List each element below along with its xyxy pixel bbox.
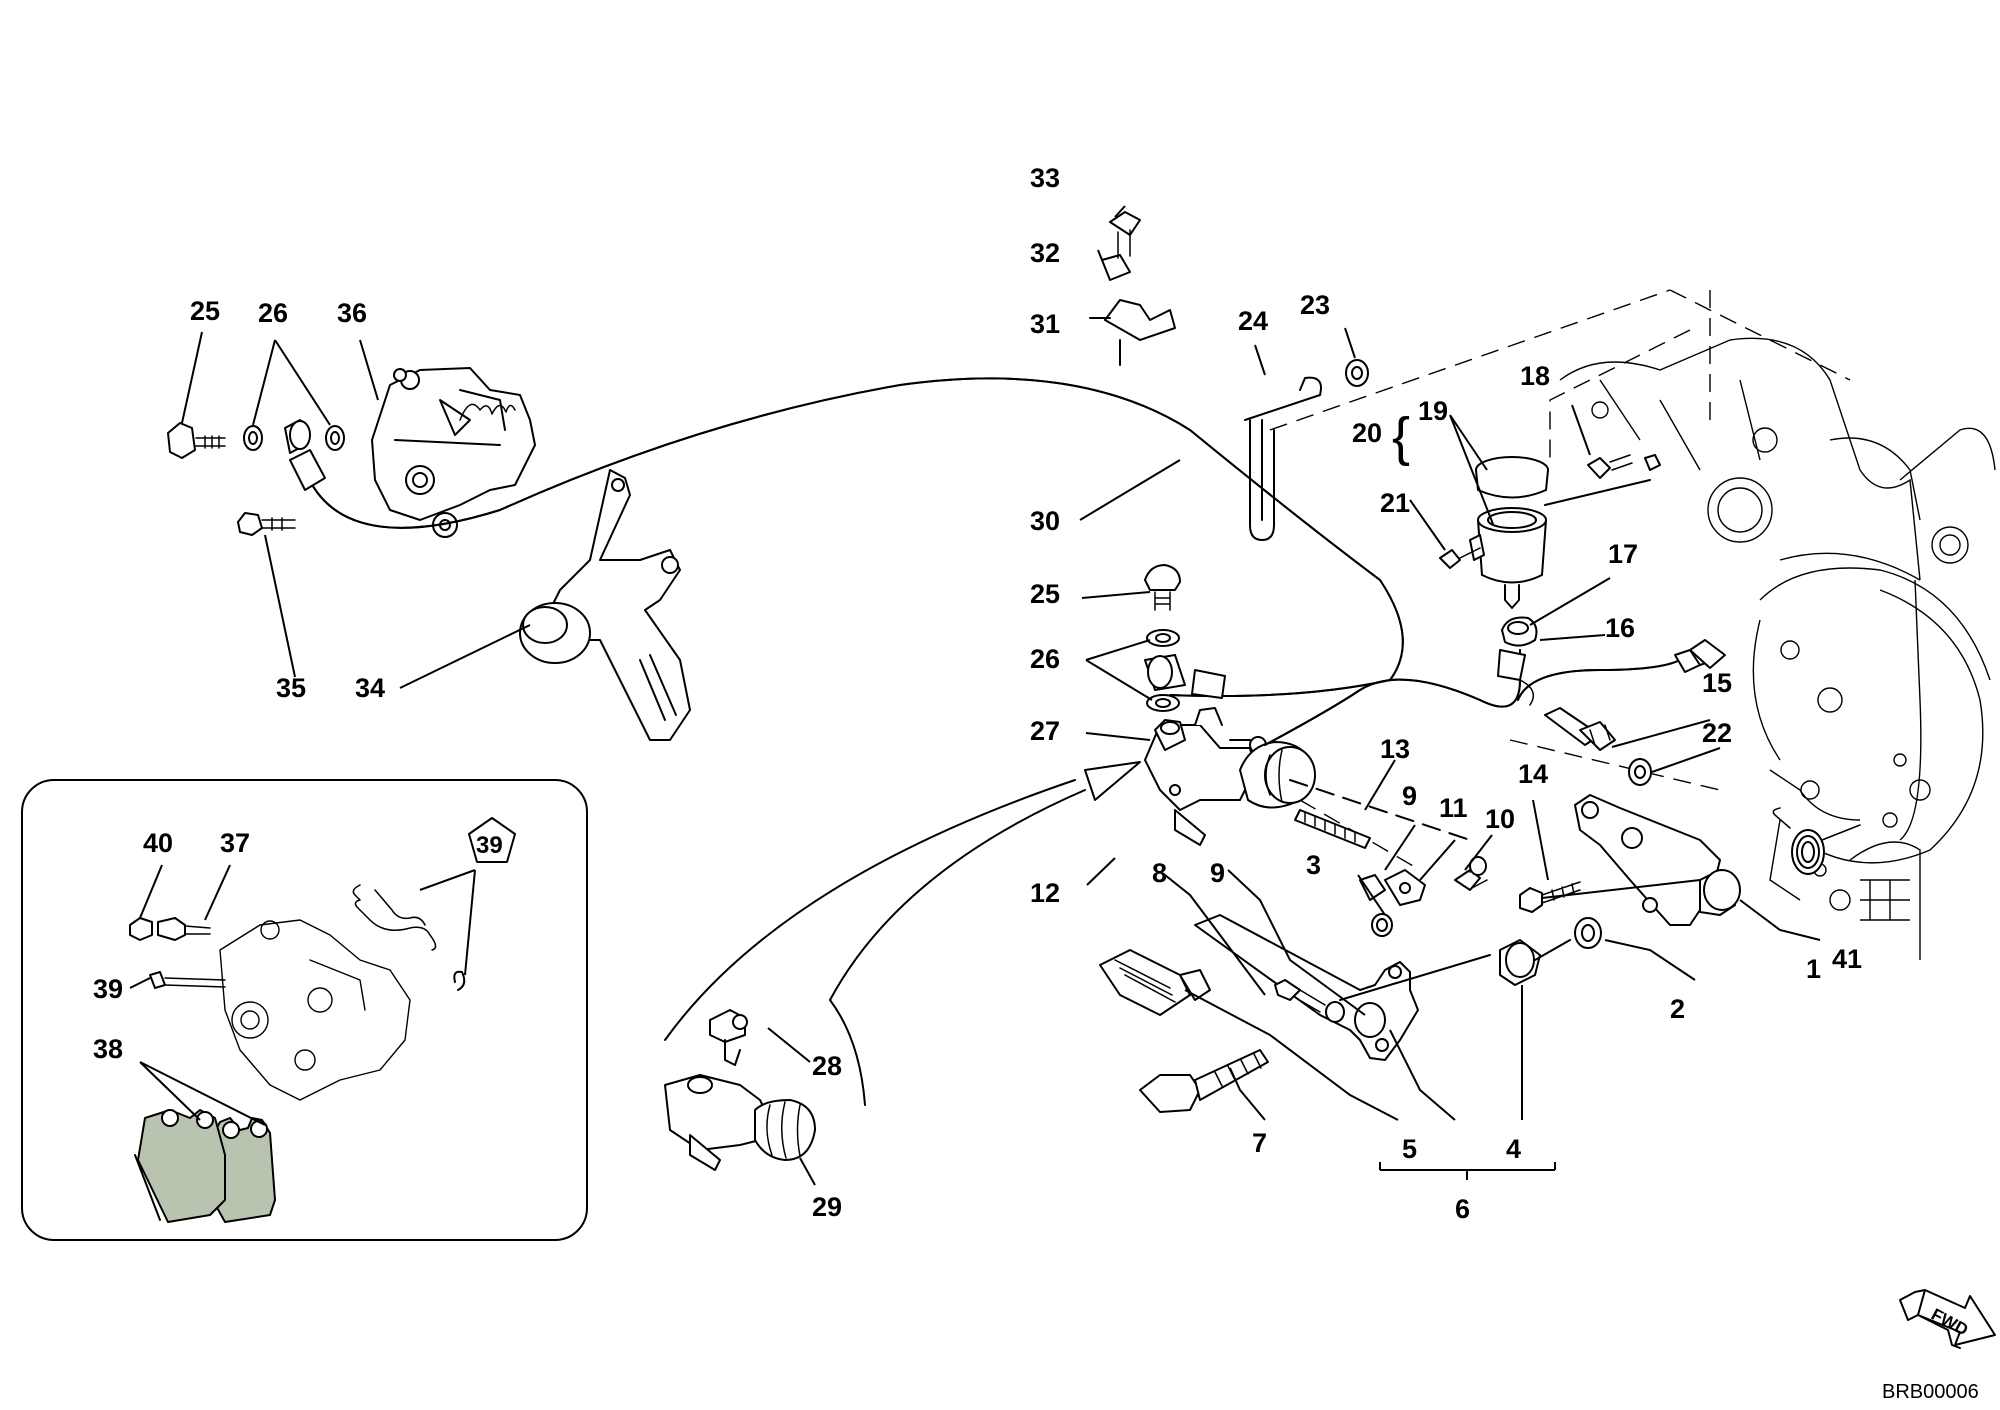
callout-39-badge: 39 — [476, 832, 503, 859]
callout-20: 20 — [1352, 418, 1382, 448]
brake-hose — [289, 377, 1404, 699]
callout-6: 6 — [1455, 1194, 1470, 1224]
callout-37: 37 — [220, 828, 250, 858]
engine-outline — [1269, 289, 1996, 960]
push-rod — [1289, 779, 1488, 937]
alt-master-cylinder — [664, 1009, 816, 1171]
pedal-pivot-plate — [1574, 794, 1741, 926]
callout-36: 36 — [337, 298, 367, 328]
callout-21: 21 — [1380, 488, 1410, 518]
caliper-spring — [459, 403, 516, 421]
callout-23: 23 — [1300, 290, 1330, 320]
callout-25-rear: 25 — [1030, 579, 1060, 609]
pedal-bushes — [1499, 917, 1602, 986]
fluid-reservoir — [1439, 456, 1651, 609]
return-spring — [1772, 807, 1861, 875]
brake-pedal — [1099, 914, 1419, 1061]
detail-pointer — [664, 761, 1141, 1106]
reservoir-hose — [1264, 616, 1701, 746]
callout-39: 39 — [93, 974, 123, 1004]
callout-9-rod: 9 — [1402, 781, 1417, 811]
callout-31: 31 — [1030, 309, 1060, 339]
hose-guide — [1089, 211, 1176, 366]
callout-13: 13 — [1380, 734, 1410, 764]
hose-clip — [1244, 359, 1369, 541]
callout-28: 28 — [812, 1051, 842, 1081]
callout-26-rear: 26 — [1030, 644, 1060, 674]
callout-10: 10 — [1485, 804, 1515, 834]
caliper-bracket — [519, 469, 691, 741]
caliper-body — [371, 367, 536, 521]
callout-18: 18 — [1520, 361, 1550, 391]
callout-17: 17 — [1608, 539, 1638, 569]
reservoir-bolts — [1587, 454, 1661, 479]
callout-labels: 1 2 3 4 5 6 7 8 9 9 10 11 12 13 14 15 16… — [93, 163, 1862, 1224]
callout-5: 5 — [1402, 1134, 1417, 1164]
callout-33: 33 — [1030, 163, 1060, 193]
callout-20-brace: { — [1392, 407, 1410, 467]
callout-8: 8 — [1152, 858, 1167, 888]
drawing-code: BRB00006 — [1882, 1381, 1979, 1403]
pivot-bolt — [1519, 879, 1701, 913]
callout-7: 7 — [1252, 1128, 1267, 1158]
callout-11: 11 — [1439, 793, 1468, 823]
brake-light-switch — [1519, 639, 1726, 786]
mc-banjo-bolt — [1144, 564, 1186, 712]
forward-direction-arrow — [1899, 1289, 1996, 1349]
callout-24: 24 — [1238, 306, 1268, 336]
pedal-bolt — [1139, 954, 1491, 1113]
callout-40: 40 — [143, 828, 173, 858]
callout-12: 12 — [1030, 878, 1060, 908]
callout-4: 4 — [1506, 1134, 1521, 1164]
callout-19: 19 — [1418, 396, 1448, 426]
callout-32: 32 — [1030, 238, 1060, 268]
callout-27: 27 — [1030, 716, 1060, 746]
callout-41: 41 — [1832, 944, 1862, 974]
inset-panel — [21, 779, 588, 1241]
callout-38: 38 — [93, 1034, 123, 1064]
callout-34: 34 — [355, 673, 385, 703]
caliper-assembly — [167, 367, 536, 538]
callout-14: 14 — [1518, 759, 1548, 789]
brake-pad-front — [137, 1109, 226, 1223]
callout-9-pedal: 9 — [1210, 858, 1225, 888]
callout-3: 3 — [1306, 850, 1321, 880]
callout-2: 2 — [1670, 994, 1685, 1024]
callout-35: 35 — [276, 673, 306, 703]
callout-15: 15 — [1702, 668, 1732, 698]
callout-30: 30 — [1030, 506, 1060, 536]
caliper-fixing-bolt — [237, 512, 263, 536]
callout-1: 1 — [1806, 954, 1821, 984]
pentagon-badge — [468, 817, 516, 863]
rear-master-cylinder — [1144, 707, 1316, 846]
callout-25-front: 25 — [190, 296, 220, 326]
callout-16: 16 — [1605, 613, 1635, 643]
callout-29: 29 — [812, 1192, 842, 1222]
leader-lines — [129, 205, 1821, 1186]
callout-22: 22 — [1702, 718, 1732, 748]
banjo-bolt — [167, 422, 196, 459]
callout-26-front: 26 — [258, 298, 288, 328]
